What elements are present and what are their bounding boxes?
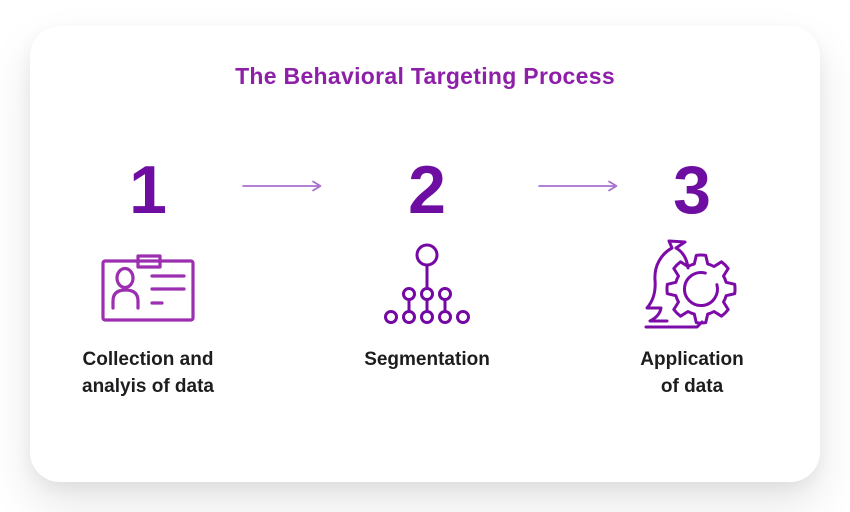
- segmentation-tree-icon: [317, 236, 537, 332]
- gear-outline: [665, 253, 737, 325]
- step-column-1: 1 Collection and analyis of data: [38, 26, 258, 482]
- step-label-1-line-1: Collection and: [82, 349, 214, 370]
- page-title: The Behavioral Targeting Process: [235, 63, 615, 89]
- step-column-2: 2 Segmentation: [317, 26, 537, 482]
- step-label-1-line-2: analyis of data: [82, 376, 214, 397]
- step-label-2: Segmentation: [317, 346, 537, 373]
- process-card: The Behavioral Targeting Process 1 Colle…: [30, 26, 820, 482]
- step-number-3: 3: [673, 152, 711, 228]
- step-label-3-line-1: Application: [640, 349, 744, 370]
- flow-arrow-icon-1: [242, 178, 326, 194]
- step-label-2-line-1: Segmentation: [364, 349, 490, 370]
- id-card-icon: [38, 236, 258, 332]
- step-column-3: 3 Application of data: [582, 26, 802, 482]
- step-label-3: Application of data: [582, 346, 802, 400]
- step-label-3-line-2: of data: [660, 376, 724, 397]
- step-number-1: 1: [129, 152, 167, 228]
- microscope-gear-icon: [582, 236, 802, 332]
- step-number-2: 2: [408, 152, 446, 228]
- flow-arrow-icon-2: [538, 178, 622, 194]
- step-label-1: Collection and analyis of data: [38, 346, 258, 400]
